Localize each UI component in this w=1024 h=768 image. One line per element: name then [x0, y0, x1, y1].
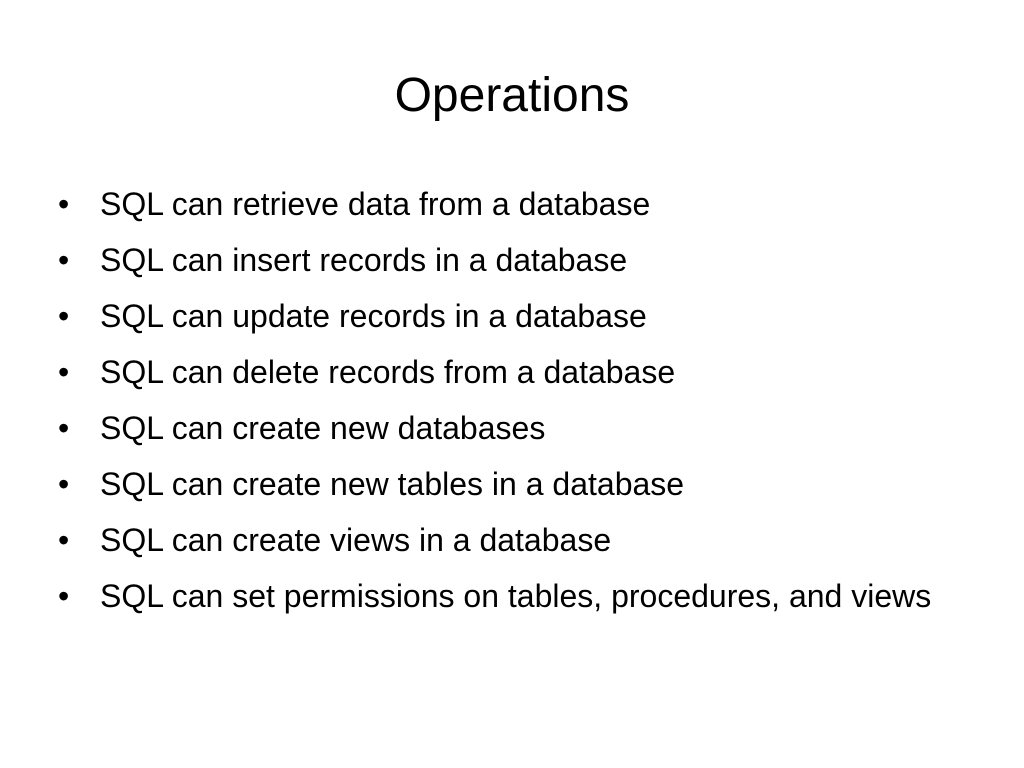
bullet-icon: • — [58, 578, 70, 614]
bullet-text: SQL can set permissions on tables, proce… — [100, 578, 932, 614]
bullet-icon: • — [58, 298, 70, 334]
bullet-icon: • — [58, 354, 70, 390]
bullet-item: • SQL can update records in a database — [58, 294, 958, 338]
bullet-text: SQL can insert records in a database — [100, 242, 628, 278]
bullet-item: • SQL can retrieve data from a database — [58, 182, 958, 226]
bullet-text: SQL can create new tables in a database — [100, 466, 685, 502]
bullet-text: SQL can update records in a database — [100, 298, 647, 334]
bullet-icon: • — [58, 186, 70, 222]
bullet-item: • SQL can set permissions on tables, pro… — [58, 574, 958, 618]
bullet-icon: • — [58, 522, 70, 558]
bullet-item: • SQL can delete records from a database — [58, 350, 958, 394]
bullet-item: • SQL can create new tables in a databas… — [58, 462, 958, 506]
bullet-text: SQL can create views in a database — [100, 522, 612, 558]
bullet-icon: • — [58, 466, 70, 502]
bullet-text: SQL can create new databases — [100, 410, 546, 446]
bullet-text: SQL can retrieve data from a database — [100, 186, 651, 222]
bullet-item: • SQL can insert records in a database — [58, 238, 958, 282]
bullet-item: • SQL can create views in a database — [58, 518, 958, 562]
bullet-icon: • — [58, 410, 70, 446]
bullet-text: SQL can delete records from a database — [100, 354, 676, 390]
bullet-item: • SQL can create new databases — [58, 406, 958, 450]
slide-title: Operations — [394, 69, 630, 122]
bullet-icon: • — [58, 242, 70, 278]
bullet-list: • SQL can retrieve data from a database … — [58, 182, 958, 630]
